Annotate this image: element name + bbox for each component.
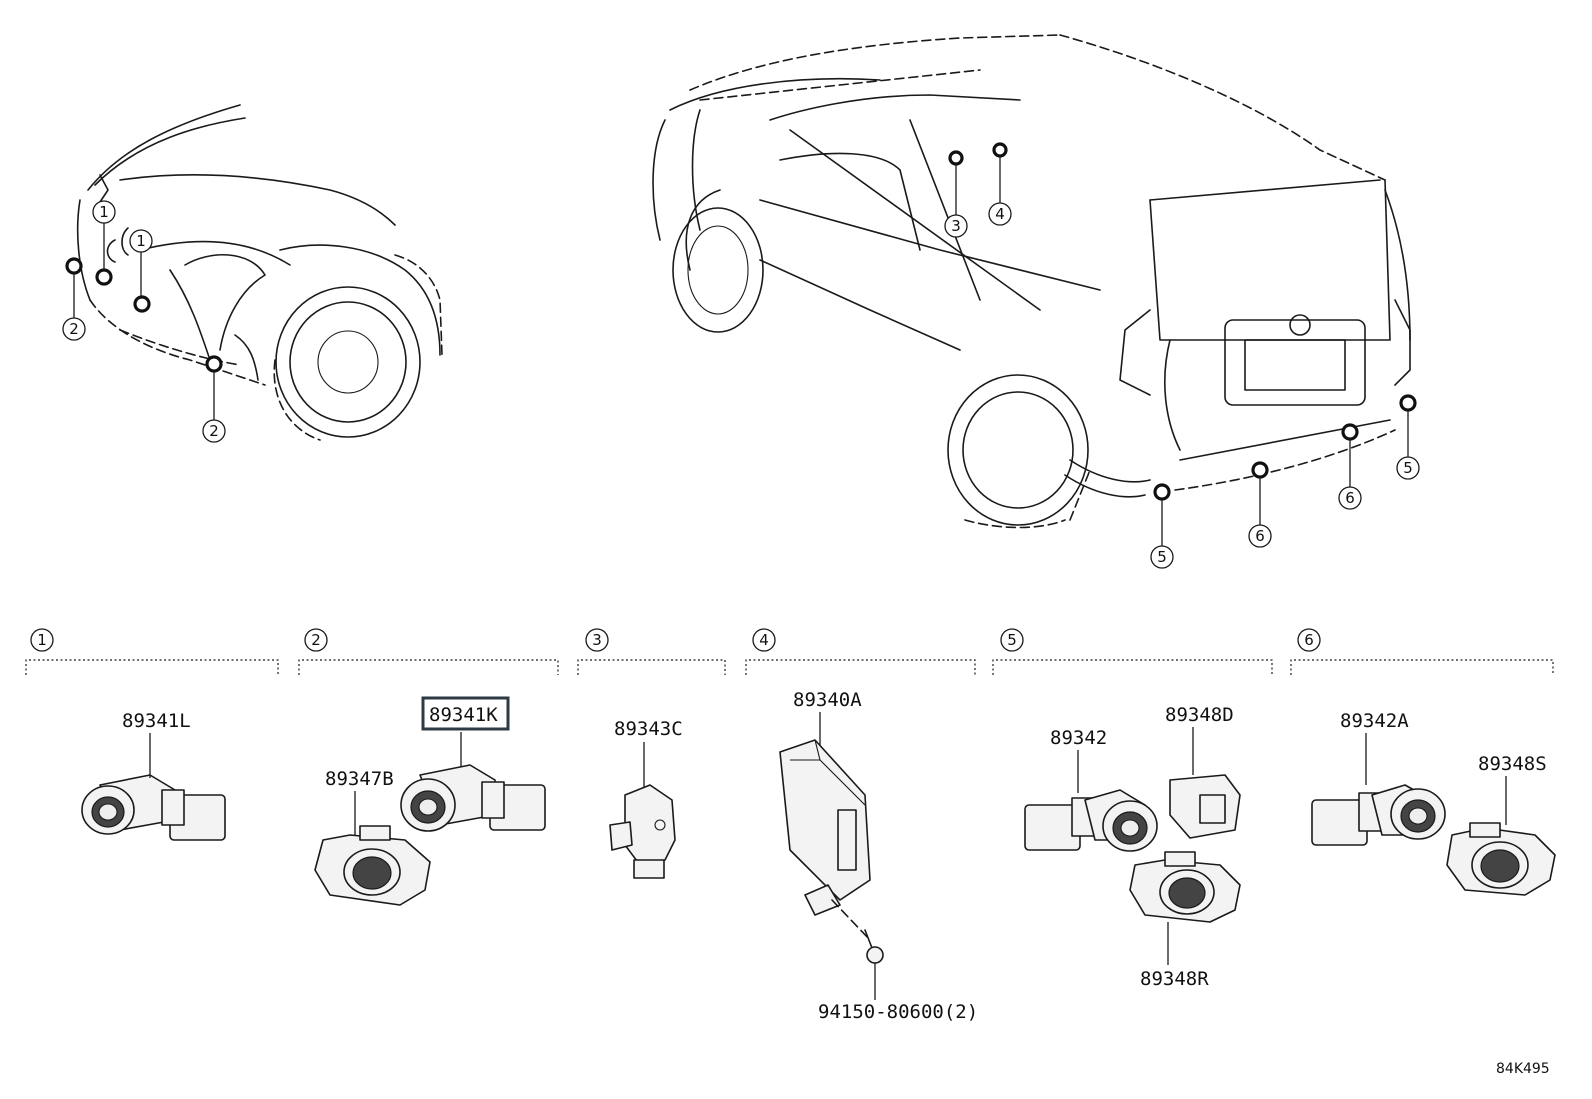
- sensor-dot: [205, 355, 223, 373]
- callout-marker: 1: [129, 229, 153, 253]
- sensor-dot: [1399, 394, 1417, 412]
- part-label[interactable]: 89340A: [793, 689, 862, 711]
- part-label[interactable]: 89341K: [429, 704, 498, 726]
- callout-marker: 4: [988, 202, 1012, 226]
- svg-text:5: 5: [1403, 459, 1413, 477]
- part-label[interactable]: 89342A: [1340, 710, 1409, 732]
- svg-text:3: 3: [592, 631, 602, 649]
- svg-text:2: 2: [69, 320, 79, 338]
- rear-vehicle-illustration: [652, 34, 1411, 529]
- callout-marker: 1: [92, 200, 116, 224]
- part-label[interactable]: 89348D: [1165, 704, 1234, 726]
- part-label[interactable]: 89341L: [122, 710, 191, 732]
- sensor-dot: [1153, 483, 1171, 501]
- sensor-dot: [1341, 423, 1359, 441]
- svg-text:5: 5: [1007, 631, 1017, 649]
- callout-marker: 6: [1338, 486, 1362, 510]
- callout-marker: 3: [944, 214, 968, 238]
- svg-text:6: 6: [1255, 527, 1265, 545]
- sensor-dot: [1251, 461, 1269, 479]
- svg-text:2: 2: [209, 422, 219, 440]
- part-label-highlight: [421, 696, 510, 731]
- part-label[interactable]: 94150-80600(2): [818, 1001, 978, 1023]
- callout-marker: 2: [202, 419, 226, 443]
- sensor-part-89342: [1024, 789, 1158, 852]
- diagram-code: 84K495: [1496, 1061, 1550, 1077]
- callout-marker: 6: [1248, 524, 1272, 548]
- svg-text:6: 6: [1345, 489, 1355, 507]
- callout-marker: 5: [1150, 545, 1174, 569]
- sensor-dot: [65, 257, 83, 275]
- svg-text:1: 1: [136, 232, 146, 250]
- svg-text:3: 3: [951, 217, 961, 235]
- svg-text:5: 5: [1157, 548, 1167, 566]
- bolt-part-94150-80600: [864, 929, 884, 964]
- part-label[interactable]: 89342: [1050, 727, 1107, 749]
- retainer-part-89348R: [1129, 851, 1241, 923]
- vehicle-sensor-markers: 1 1 2 2 3 4 5 5: [62, 142, 1420, 569]
- section-header-6: 6: [1290, 628, 1554, 675]
- ecu-part-89340A: [779, 739, 871, 941]
- sensor-dot: [992, 142, 1008, 158]
- sensor-part-89341K: [400, 764, 546, 832]
- svg-text:6: 6: [1304, 631, 1314, 649]
- section-header-3: 3: [577, 628, 726, 675]
- sensor-part-89341L: [81, 774, 226, 841]
- section-header-4: 4: [745, 628, 976, 675]
- svg-text:2: 2: [311, 631, 321, 649]
- callout-marker: 5: [1396, 456, 1420, 480]
- sensor-dot: [95, 268, 113, 286]
- part-label[interactable]: 89348S: [1478, 753, 1547, 775]
- front-vehicle-illustration: [76, 104, 443, 441]
- svg-text:1: 1: [99, 203, 109, 221]
- section-header-5: 5: [992, 628, 1273, 675]
- section-headers: 1 2 3 4 5 6: [25, 628, 1554, 675]
- part-label[interactable]: 89348R: [1140, 968, 1209, 990]
- section-header-2: 2: [298, 628, 559, 675]
- sensor-part-89342A: [1311, 784, 1446, 846]
- section-header-1: 1: [25, 628, 279, 675]
- sensor-dot: [948, 150, 964, 166]
- svg-text:4: 4: [995, 205, 1005, 223]
- part-label[interactable]: 89347B: [325, 768, 394, 790]
- retainer-part-89348S: [1446, 822, 1556, 896]
- svg-text:4: 4: [759, 631, 769, 649]
- retainer-part-89347B: [314, 825, 431, 906]
- svg-text:1: 1: [37, 631, 47, 649]
- callout-marker: 2: [62, 317, 86, 341]
- sensor-dot: [133, 295, 151, 313]
- part-label[interactable]: 89343C: [614, 718, 683, 740]
- retainer-part-89348D: [1169, 774, 1241, 839]
- sensor-part-89343C: [609, 784, 676, 879]
